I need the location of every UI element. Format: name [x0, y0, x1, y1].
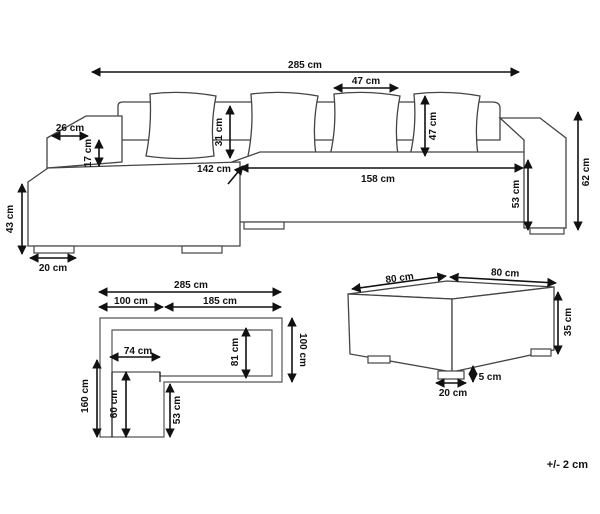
label-seat-height: 53 cm [511, 180, 522, 208]
ottoman-leg-left [367, 355, 391, 364]
label-cushion-height: 47 cm [428, 112, 439, 140]
label-chaise-depth: 142 cm [197, 164, 231, 175]
leg-right [529, 227, 565, 235]
ottoman-leg-right [530, 348, 552, 357]
leg-front-left [33, 245, 75, 254]
cushion-3 [329, 91, 401, 160]
label-total-height: 62 cm [581, 158, 592, 186]
ottoman-leg-front [437, 370, 465, 380]
sofa-top-view: 285 cm 100 cm 185 cm 74 cm 81 cm 100 cm … [80, 280, 308, 438]
label-top-285: 285 cm [174, 280, 208, 291]
label-seat-depth: 81 cm [230, 338, 241, 366]
label-ottoman-depth: 80 cm [491, 267, 520, 279]
dim-ottoman-80-b-line [449, 272, 557, 288]
chaise-block [27, 161, 241, 247]
sofa-seat [231, 151, 529, 223]
label-back-height: 31 cm [214, 118, 225, 146]
label-cushion-width: 47 cm [352, 76, 380, 87]
label-chaise-height: 43 cm [5, 205, 16, 233]
cushion-4 [409, 91, 481, 160]
label-section-left: 100 cm [114, 296, 148, 307]
label-chaise-inner-depth: 53 cm [172, 396, 183, 424]
label-total-depth: 100 cm [297, 333, 308, 367]
sofa-front-view: 285 cm 47 cm 47 cm 31 cm 26 cm 17 cm 142… [5, 60, 592, 274]
label-chaise-length: 160 cm [80, 379, 91, 413]
right-armrest [498, 117, 567, 229]
dim-ottoman-80-a-line [351, 272, 447, 293]
label-ottoman-width: 80 cm [385, 271, 415, 286]
ottoman-front [347, 293, 453, 373]
label-leg-height: 20 cm [39, 263, 67, 274]
label-285: 285 cm [288, 60, 322, 71]
label-chaise-inner-width: 60 cm [109, 390, 120, 418]
cushion-2 [247, 91, 319, 160]
label-seat-width: 158 cm [361, 174, 395, 185]
label-armrest-height: 17 cm [83, 139, 94, 167]
leg-back-mid [243, 221, 285, 230]
label-ottoman-height: 35 cm [563, 308, 574, 336]
cushion-1 [145, 91, 217, 160]
ottoman-view: 80 cm 80 cm 35 cm 5 cm 20 cm [347, 267, 574, 399]
tolerance-note: +/- 2 cm [547, 459, 588, 471]
leg-front-mid [181, 245, 223, 254]
label-section-right: 185 cm [203, 296, 237, 307]
label-ottoman-leg-height: 5 cm [479, 372, 502, 383]
label-armrest-width: 26 cm [56, 123, 84, 134]
ottoman-side [451, 286, 555, 373]
label-ottoman-leg-width: 20 cm [439, 388, 467, 399]
label-inner-width: 74 cm [124, 346, 152, 357]
